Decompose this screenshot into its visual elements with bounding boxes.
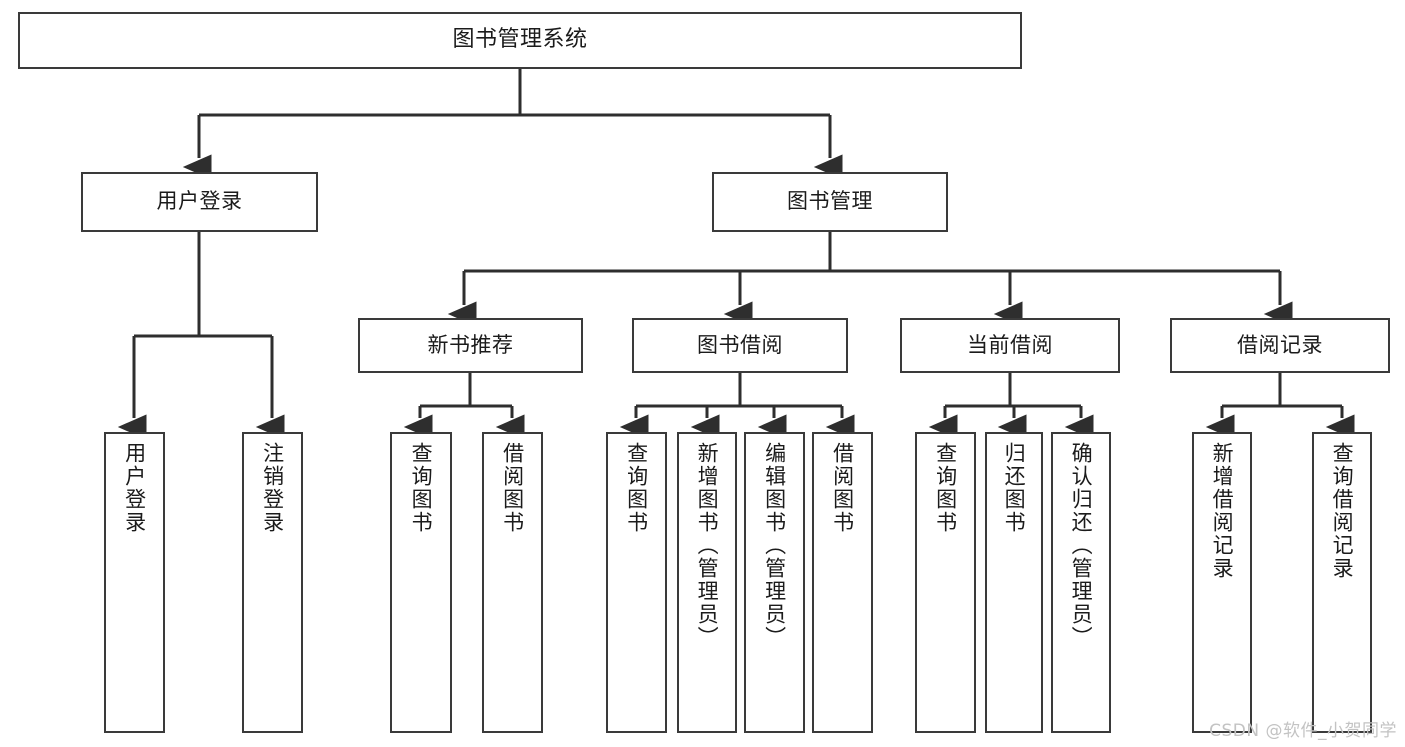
node-label: 图书管理 [787,189,873,214]
node-root-book-management-system[interactable]: 图书管理系统 [18,12,1022,69]
node-leaf-user-login[interactable]: 用户登录 [104,432,165,733]
node-leaf-add-book-admin[interactable]: 新增图书（管理员） [677,432,737,733]
node-leaf-query-book-newbook[interactable]: 查询图书 [390,432,452,733]
node-leaf-return-book[interactable]: 归还图书 [985,432,1043,733]
node-new-book-recommend[interactable]: 新书推荐 [358,318,583,373]
node-label: 查询图书 [409,442,434,534]
node-current-borrow[interactable]: 当前借阅 [900,318,1120,373]
node-leaf-borrow-book-newbook[interactable]: 借阅图书 [482,432,543,733]
node-label: 新增借阅记录 [1210,442,1235,580]
node-book-management[interactable]: 图书管理 [712,172,948,232]
node-borrow-record[interactable]: 借阅记录 [1170,318,1390,373]
node-label: 用户登录 [156,189,243,214]
node-label: 查询借阅记录 [1330,442,1355,580]
node-label: 图书借阅 [697,332,783,357]
node-label: 查询图书 [624,442,649,534]
node-label: 当前借阅 [967,332,1053,357]
watermark: CSDN @软件_小贺同学 [1209,721,1397,741]
node-label: 图书管理系统 [452,27,588,53]
node-book-borrow[interactable]: 图书借阅 [632,318,848,373]
node-label: 借阅图书 [830,442,855,534]
node-label: 归还图书 [1002,442,1027,534]
node-label: 用户登录 [122,442,147,534]
node-label: 新增图书（管理员） [695,442,720,649]
node-label: 借阅记录 [1237,332,1323,357]
node-label: 确认归还（管理员） [1069,442,1094,649]
node-user-login[interactable]: 用户登录 [81,172,318,232]
node-leaf-logout[interactable]: 注销登录 [242,432,303,733]
node-leaf-confirm-return-admin[interactable]: 确认归还（管理员） [1051,432,1111,733]
node-label: 编辑图书（管理员） [762,442,787,649]
node-leaf-query-book-borrow[interactable]: 查询图书 [606,432,667,733]
node-leaf-query-borrow-record[interactable]: 查询借阅记录 [1312,432,1372,733]
node-leaf-query-book-current[interactable]: 查询图书 [915,432,976,733]
node-label: 借阅图书 [500,442,525,534]
node-leaf-edit-book-admin[interactable]: 编辑图书（管理员） [744,432,805,733]
node-label: 查询图书 [933,442,958,534]
node-leaf-add-borrow-record[interactable]: 新增借阅记录 [1192,432,1252,733]
node-label: 新书推荐 [427,332,514,357]
node-label: 注销登录 [260,442,285,534]
node-leaf-borrow-book[interactable]: 借阅图书 [812,432,873,733]
